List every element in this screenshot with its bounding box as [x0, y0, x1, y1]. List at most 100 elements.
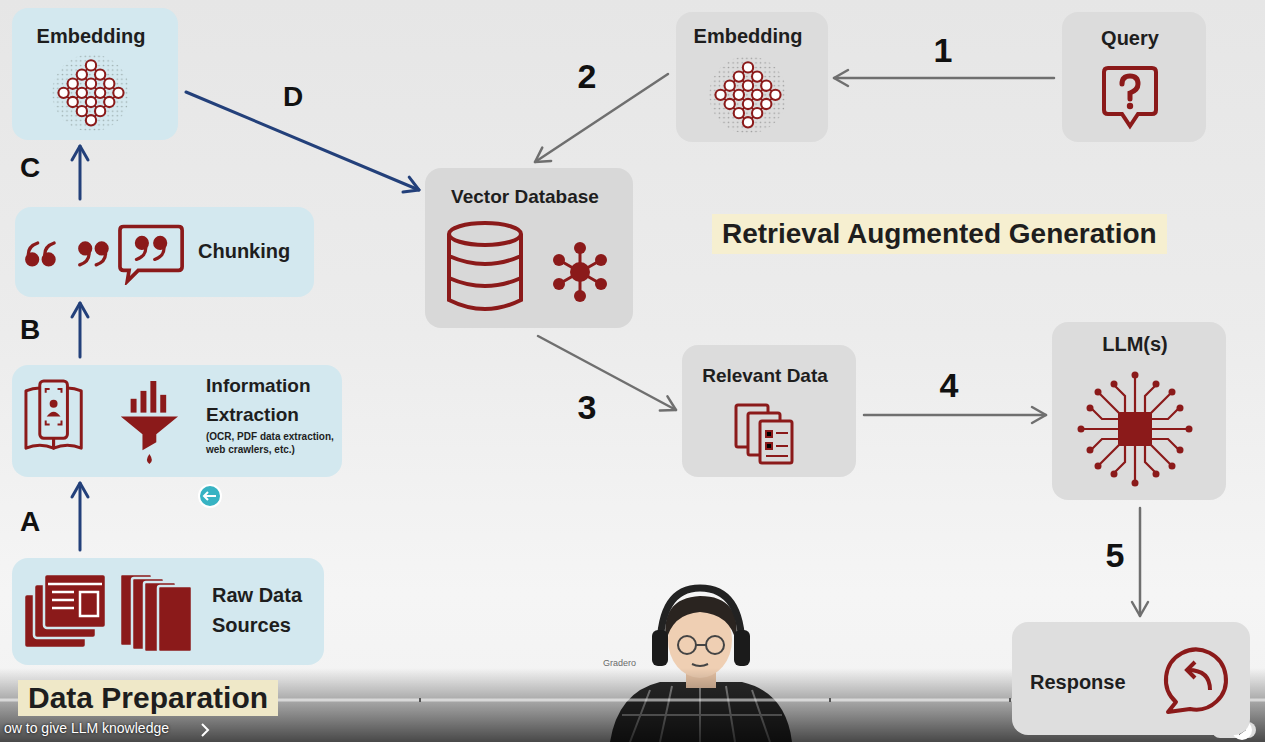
database-icon [449, 223, 521, 309]
data-sources-icon [158, 586, 192, 652]
question-icon [1100, 64, 1160, 134]
quote-icon [28, 243, 37, 258]
extraction-icon [47, 412, 61, 417]
reply-icon [1160, 640, 1236, 716]
arrow-line [79, 146, 82, 199]
node-title: Relevant Data [682, 365, 848, 388]
neural-net-icon [743, 117, 753, 127]
arrow-head [660, 396, 676, 410]
arrow-head [72, 303, 88, 317]
chunking-box: Chunking [15, 207, 314, 297]
watermark: Gradero [603, 658, 636, 668]
neural-net-icon [68, 97, 78, 107]
neural-net-icon [743, 81, 753, 91]
neural-net-icon [64, 65, 119, 120]
extraction-box: Information Extraction(OCR, PDF data ext… [12, 365, 342, 477]
neural-net-icon [58, 88, 68, 98]
chip-icon [1132, 372, 1139, 379]
chip-icon [1087, 447, 1094, 454]
neural-net-icon [52, 54, 130, 132]
neural-net-icon [734, 90, 744, 100]
arrow-line [538, 336, 676, 410]
database-icon [559, 248, 601, 296]
extraction-icon [50, 400, 58, 408]
step-label: A [20, 506, 40, 538]
neural-net-icon [709, 56, 787, 134]
video-chapter-title: ow to give LLM knowledge [4, 720, 169, 736]
data-sources-icon [44, 574, 106, 628]
step-label: C [20, 152, 40, 184]
extraction-icon [150, 381, 156, 413]
extraction-icon [160, 395, 166, 413]
presenter-figure [734, 630, 750, 666]
quote-icon [96, 250, 105, 265]
chip-icon [1100, 394, 1170, 464]
chip-icon [1078, 426, 1085, 433]
arrow-line [1139, 508, 1142, 616]
reply-icon [1187, 662, 1195, 678]
extraction-icon [121, 381, 178, 464]
neural-net-icon [761, 81, 771, 91]
quote-icon [21, 221, 186, 285]
neural-net-icon [743, 99, 753, 109]
database-icon [449, 223, 521, 245]
neural-net-icon [77, 106, 87, 116]
database-icon [553, 254, 565, 266]
database-icon [595, 278, 607, 290]
response-box: Response [1012, 622, 1250, 735]
embedding-box: Embedding [12, 8, 178, 140]
extraction-icon [40, 381, 68, 438]
neural-net-icon [715, 90, 725, 100]
quote-icon [80, 250, 89, 265]
neural-net-icon [77, 69, 87, 79]
arrow-head [72, 146, 88, 160]
neural-net-icon [734, 71, 744, 81]
neural-net-icon [725, 99, 735, 109]
mouse-cursor [199, 485, 221, 507]
arrow-line [535, 74, 668, 162]
step-label: 5 [1106, 536, 1125, 575]
flow-arrow [538, 336, 676, 410]
neural-net-icon [86, 79, 96, 89]
flow-arrow [834, 70, 1054, 86]
quote-icon [27, 243, 107, 265]
arrow-head [535, 148, 551, 162]
neural-net-icon [64, 65, 119, 120]
neural-net-icon [86, 60, 96, 70]
documents-icon [732, 401, 798, 467]
neural-net-icon [761, 99, 771, 109]
database-icon [553, 278, 565, 290]
chip-icon [1115, 378, 1155, 414]
diagram-title: Retrieval Augmented Generation [712, 214, 1167, 254]
chip-icon [1115, 444, 1155, 480]
quote-icon [120, 226, 182, 281]
extraction-icon [141, 391, 147, 413]
relevant-data-box: Relevant Data [682, 345, 856, 477]
chip-icon [1169, 389, 1176, 396]
query-box: Query [1062, 12, 1206, 142]
chip-icon [1118, 412, 1152, 446]
chip-icon [1111, 381, 1118, 388]
data-sources-icon [24, 574, 106, 648]
flow-arrow [72, 146, 88, 199]
step-label: 3 [578, 388, 597, 427]
neural-net-icon [77, 88, 87, 98]
arrow-head [1032, 407, 1046, 423]
arrow-head [834, 70, 848, 86]
neural-net-icon [752, 71, 762, 81]
neural-net-icon [734, 108, 744, 118]
neural-net-icon [743, 62, 753, 72]
flow-arrow [864, 407, 1046, 423]
extraction-icon [22, 377, 180, 466]
arrow-line [864, 414, 1046, 417]
chip-icon [1177, 447, 1184, 454]
presenter-figure [660, 588, 742, 650]
step-label: 1 [934, 31, 953, 70]
neural-net-icon [715, 62, 780, 127]
neural-net-icon [104, 97, 114, 107]
extraction-icon [131, 399, 137, 413]
quote-icon [155, 245, 164, 260]
neural-net-icon [86, 97, 96, 107]
database-icon [559, 248, 601, 296]
neural-net-icon [113, 88, 123, 98]
